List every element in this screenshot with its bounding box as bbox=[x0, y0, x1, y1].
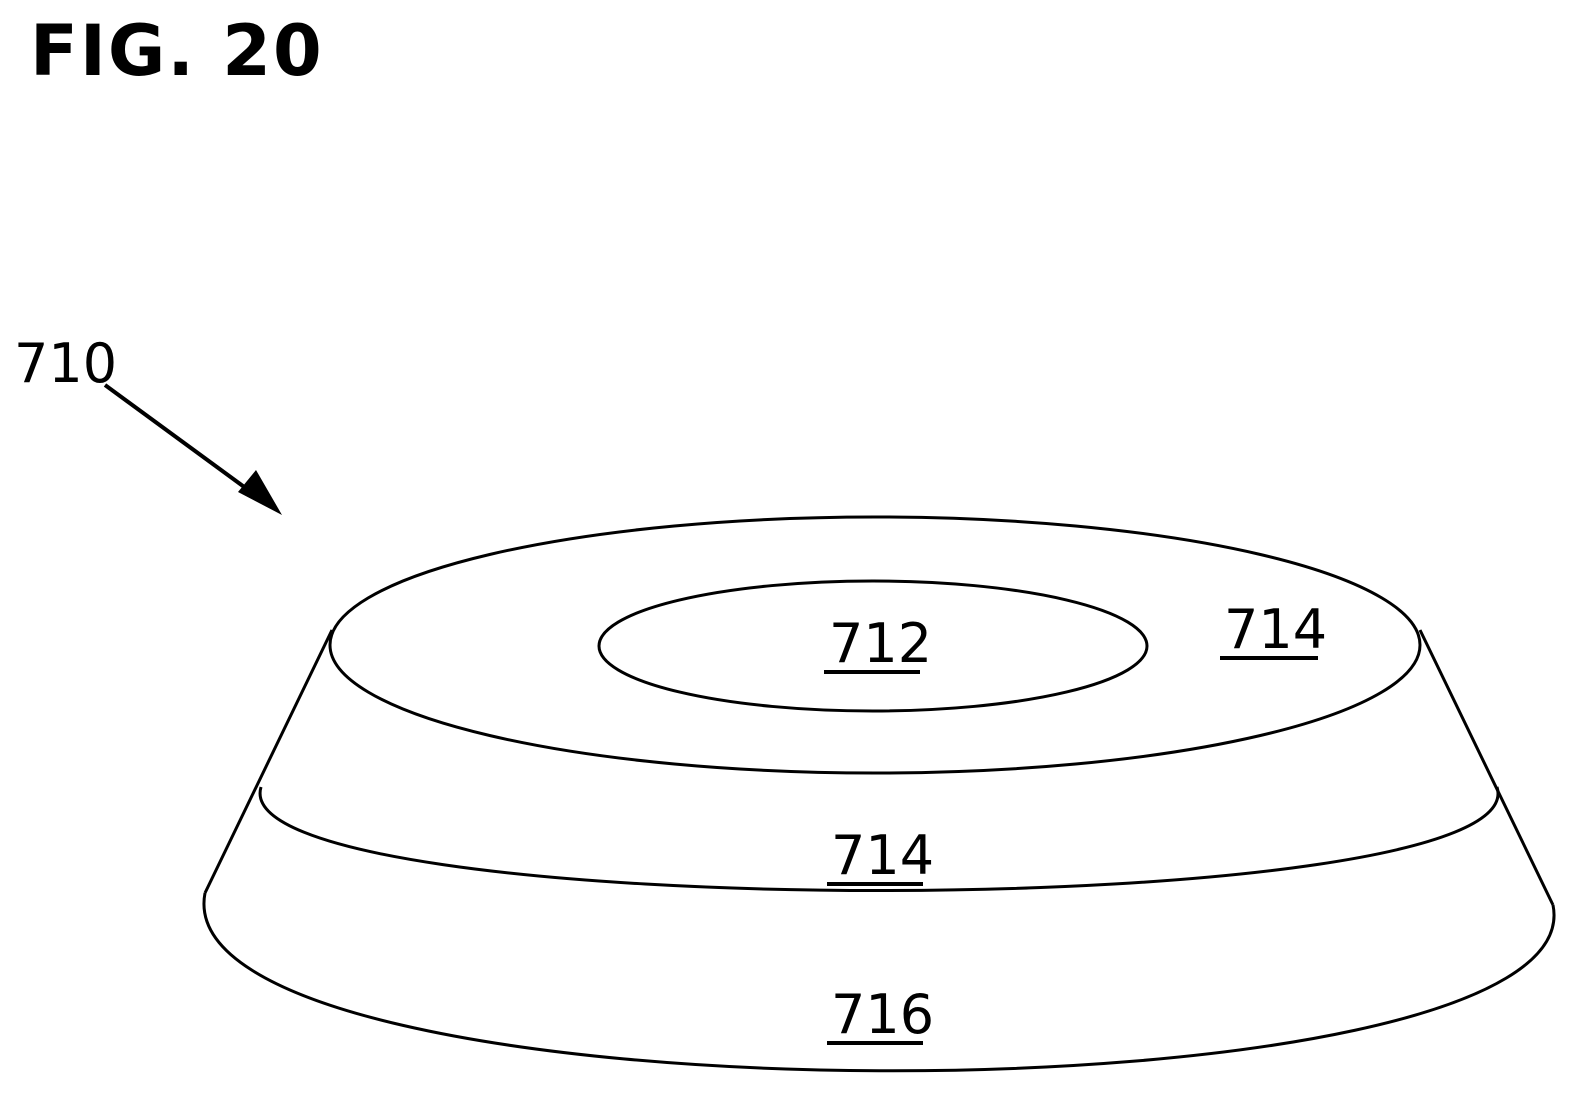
middle-band-label: 714 bbox=[831, 824, 934, 887]
right-side-edge bbox=[1420, 630, 1553, 905]
bottom-band-label: 716 bbox=[831, 983, 934, 1046]
top-ring-label-group: 714 bbox=[1220, 598, 1327, 661]
middle-band-label-group: 714 bbox=[827, 824, 934, 887]
left-side-edge bbox=[205, 630, 332, 893]
bottom-band-label-group: 716 bbox=[827, 983, 934, 1046]
device-reference-label: 710 bbox=[14, 332, 117, 395]
center-region-label: 712 bbox=[829, 612, 932, 675]
center-label-group: 712 bbox=[824, 612, 932, 675]
leader-arrow bbox=[105, 385, 282, 515]
figure-title: FIG. 20 bbox=[30, 10, 324, 92]
top-ring-label: 714 bbox=[1224, 598, 1327, 661]
